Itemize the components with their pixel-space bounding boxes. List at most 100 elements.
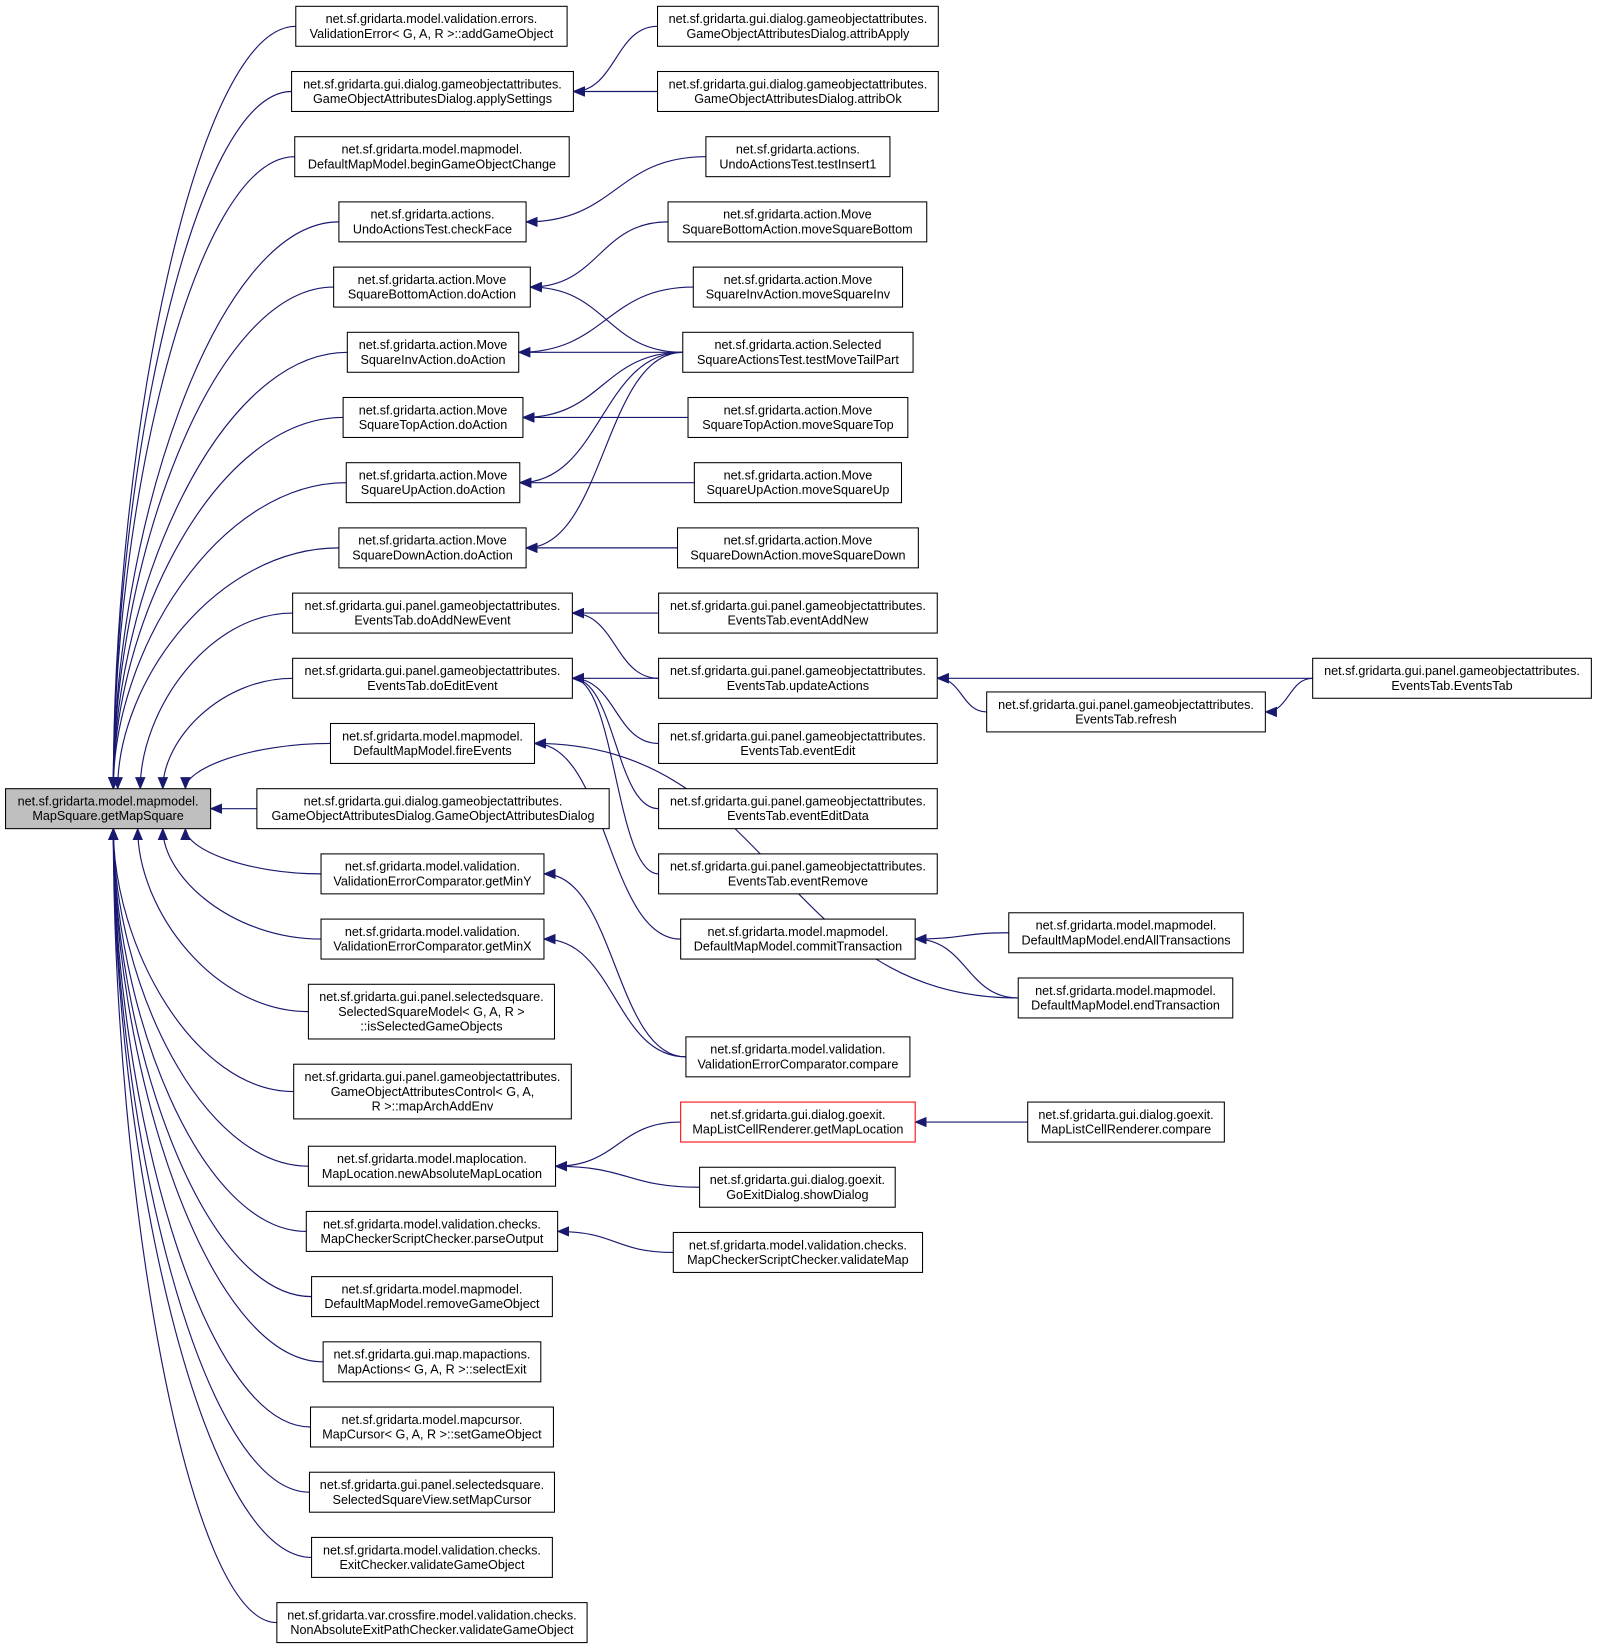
graph-node[interactable]: net.sf.gridarta.gui.dialog.goexit.GoExit… (699, 1166, 896, 1208)
node-box[interactable] (658, 592, 938, 634)
node-box[interactable] (293, 1063, 572, 1120)
graph-node[interactable]: net.sf.gridarta.model.validation.Validat… (320, 853, 545, 895)
node-box[interactable] (291, 70, 574, 112)
node-box[interactable] (295, 5, 568, 47)
graph-node[interactable]: net.sf.gridarta.model.mapmodel.DefaultMa… (1017, 977, 1234, 1019)
graph-node[interactable]: net.sf.gridarta.action.MoveSquareTopActi… (342, 396, 524, 438)
node-box[interactable] (685, 1036, 911, 1078)
node-box[interactable] (329, 722, 536, 764)
graph-node[interactable]: net.sf.gridarta.action.MoveSquareInvActi… (346, 331, 520, 373)
graph-node[interactable]: net.sf.gridarta.actions.UndoActionsTest.… (705, 136, 891, 178)
node-box[interactable] (986, 691, 1266, 733)
graph-node[interactable]: net.sf.gridarta.action.MoveSquareBottomA… (333, 266, 531, 308)
graph-node[interactable]: net.sf.gridarta.gui.panel.gameobjectattr… (658, 853, 938, 895)
node-box[interactable] (667, 201, 928, 243)
node-box[interactable] (322, 1341, 542, 1383)
node-box[interactable] (308, 1471, 556, 1513)
node-box[interactable] (311, 1276, 553, 1318)
node-box[interactable] (1008, 912, 1244, 954)
graph-node[interactable]: net.sf.gridarta.action.MoveSquareDownAct… (676, 527, 919, 569)
graph-node[interactable]: net.sf.gridarta.gui.dialog.gameobjectatt… (256, 788, 610, 830)
graph-node[interactable]: net.sf.gridarta.model.validation.Validat… (685, 1036, 911, 1078)
node-box[interactable] (294, 136, 570, 178)
graph-node[interactable]: net.sf.gridarta.action.MoveSquareDownAct… (338, 527, 527, 569)
node-box[interactable] (676, 527, 919, 569)
node-box[interactable] (333, 266, 531, 308)
node-box[interactable] (699, 1166, 896, 1208)
node-box[interactable] (692, 266, 904, 308)
graph-node[interactable]: net.sf.gridarta.model.mapmodel.DefaultMa… (294, 136, 570, 178)
graph-node[interactable]: net.sf.gridarta.model.mapcursor.MapCurso… (309, 1406, 554, 1448)
graph-node[interactable]: net.sf.gridarta.gui.panel.gameobjectattr… (1312, 657, 1592, 699)
graph-node[interactable]: net.sf.gridarta.gui.map.mapactions.MapAc… (322, 1341, 542, 1383)
graph-node[interactable]: net.sf.gridarta.gui.panel.gameobjectattr… (658, 722, 938, 764)
node-box[interactable] (693, 462, 903, 504)
graph-node[interactable]: net.sf.gridarta.model.mapmodel.DefaultMa… (329, 722, 536, 764)
graph-node[interactable]: net.sf.gridarta.gui.panel.gameobjectattr… (986, 691, 1266, 733)
graph-node[interactable]: net.sf.gridarta.model.maplocation.MapLoc… (307, 1145, 557, 1187)
node-box[interactable] (687, 396, 909, 438)
node-box[interactable] (680, 1101, 916, 1143)
graph-node[interactable]: net.sf.gridarta.model.validation.Validat… (320, 918, 545, 960)
node-box[interactable] (305, 1210, 559, 1252)
graph-node[interactable]: net.sf.gridarta.gui.panel.gameobjectattr… (658, 788, 938, 830)
graph-node[interactable]: net.sf.gridarta.gui.panel.gameobjectattr… (658, 657, 938, 699)
graph-node[interactable]: net.sf.gridarta.gui.panel.selectedsquare… (308, 1471, 556, 1513)
graph-node[interactable]: net.sf.gridarta.action.MoveSquareTopActi… (687, 396, 909, 438)
graph-node[interactable]: net.sf.gridarta.gui.panel.gameobjectattr… (292, 657, 573, 699)
graph-node[interactable]: net.sf.gridarta.action.MoveSquareUpActio… (693, 462, 903, 504)
node-box[interactable] (292, 592, 573, 634)
node-box[interactable] (680, 918, 916, 960)
graph-node[interactable]: net.sf.gridarta.model.mapmodel.DefaultMa… (1008, 912, 1244, 954)
graph-node[interactable]: net.sf.gridarta.model.mapmodel.DefaultMa… (680, 918, 916, 960)
node-box[interactable] (672, 1231, 924, 1273)
graph-node[interactable]: net.sf.gridarta.action.MoveSquareBottomA… (667, 201, 928, 243)
graph-node[interactable]: net.sf.gridarta.gui.dialog.gameobjectatt… (657, 70, 939, 112)
graph-node[interactable]: net.sf.gridarta.gui.dialog.gameobjectatt… (291, 70, 574, 112)
graph-node-root[interactable]: net.sf.gridarta.model.mapmodel.MapSquare… (5, 788, 212, 830)
graph-node[interactable]: net.sf.gridarta.model.validation.checks.… (311, 1536, 553, 1578)
node-box[interactable] (1017, 977, 1234, 1019)
node-box[interactable] (657, 70, 939, 112)
graph-node[interactable]: net.sf.gridarta.gui.dialog.goexit.MapLis… (1027, 1101, 1225, 1143)
graph-node[interactable]: net.sf.gridarta.action.MoveSquareUpActio… (345, 462, 521, 504)
node-box[interactable] (307, 983, 556, 1040)
node-box[interactable] (342, 396, 524, 438)
node-box[interactable] (658, 657, 938, 699)
node-box[interactable] (5, 788, 212, 830)
node-box[interactable] (320, 918, 545, 960)
node-box[interactable] (658, 722, 938, 764)
graph-node[interactable]: net.sf.gridarta.gui.panel.gameobjectattr… (658, 592, 938, 634)
graph-node[interactable]: net.sf.gridarta.gui.panel.selectedsquare… (307, 983, 556, 1040)
graph-node[interactable]: net.sf.gridarta.gui.panel.gameobjectattr… (292, 592, 573, 634)
node-box[interactable] (346, 331, 520, 373)
node-box[interactable] (292, 657, 573, 699)
node-box[interactable] (338, 201, 527, 243)
node-box[interactable] (345, 462, 521, 504)
graph-node[interactable]: net.sf.gridarta.action.MoveSquareInvActi… (692, 266, 904, 308)
node-box[interactable] (1027, 1101, 1225, 1143)
node-box[interactable] (657, 5, 939, 47)
node-box[interactable] (658, 788, 938, 830)
node-box[interactable] (311, 1536, 553, 1578)
graph-node[interactable]: net.sf.gridarta.action.SelectedSquareAct… (682, 331, 914, 373)
graph-node[interactable]: net.sf.gridarta.actions.UndoActionsTest.… (338, 201, 527, 243)
node-box[interactable] (309, 1406, 554, 1448)
graph-node[interactable]: net.sf.gridarta.var.crossfire.model.vali… (276, 1602, 588, 1644)
node-box[interactable] (658, 853, 938, 895)
graph-node[interactable]: net.sf.gridarta.model.validation.checks.… (305, 1210, 559, 1252)
node-box[interactable] (682, 331, 914, 373)
graph-node[interactable]: net.sf.gridarta.gui.dialog.goexit.MapLis… (680, 1101, 916, 1143)
node-box[interactable] (276, 1602, 588, 1644)
node-box[interactable] (1312, 657, 1592, 699)
node-box[interactable] (338, 527, 527, 569)
graph-node[interactable]: net.sf.gridarta.gui.dialog.gameobjectatt… (657, 5, 939, 47)
graph-node[interactable]: net.sf.gridarta.model.mapmodel.DefaultMa… (311, 1276, 553, 1318)
graph-node[interactable]: net.sf.gridarta.model.validation.errors.… (295, 5, 568, 47)
node-box[interactable] (256, 788, 610, 830)
graph-node[interactable]: net.sf.gridarta.gui.panel.gameobjectattr… (293, 1063, 572, 1120)
node-box[interactable] (307, 1145, 557, 1187)
node-box[interactable] (320, 853, 545, 895)
node-box[interactable] (705, 136, 891, 178)
graph-node[interactable]: net.sf.gridarta.model.validation.checks.… (672, 1231, 924, 1273)
